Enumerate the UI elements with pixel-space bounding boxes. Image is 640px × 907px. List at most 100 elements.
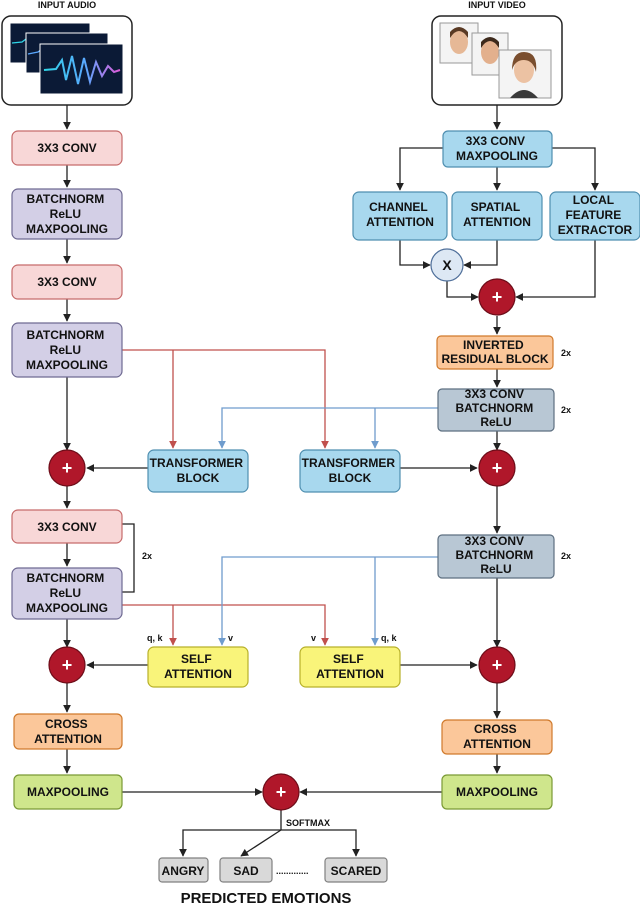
transformer-right-line-2: BLOCK — [329, 471, 372, 485]
svg-text:3X3 CONV BATCHNORM: 3X3 CONV BATCHNORM ReLU — [455, 387, 536, 429]
video-add-symbol-2: + — [492, 458, 503, 478]
emotion-scared: SCARED — [324, 857, 388, 883]
audio-repeat-label: 2x — [142, 551, 152, 561]
video-maxpooling-label: MAXPOOLING — [456, 785, 538, 799]
input-video-panel — [431, 15, 563, 106]
video-conv-maxpool-line-1: 3X3 CONV — [466, 134, 525, 148]
audio-bn-3-line-2: ReLU — [50, 586, 81, 600]
fusion-add-symbol: + — [276, 782, 287, 802]
video-cross-attention-line-2: ATTENTION — [463, 737, 531, 751]
audio-batchnorm-2: BATCHNORM ReLU MAXPOOLING — [11, 322, 123, 378]
left-v-label: v — [228, 633, 233, 643]
audio-bn-1-line-2: ReLU — [50, 207, 81, 221]
inverted-residual-line-1: INVERTED — [463, 338, 524, 352]
audio-cross-attention: CROSS ATTENTION — [13, 713, 123, 750]
audio-conv-2: 3X3 CONV — [11, 264, 123, 300]
self-attention-right-line-2: ATTENTION — [316, 667, 384, 681]
transformer-right-line-1: TRANSFORMER — [302, 456, 396, 470]
emotion-dots: ............. — [276, 866, 309, 876]
fusion-add-node: + — [262, 773, 300, 811]
channel-attention-line-1: CHANNEL — [369, 200, 427, 214]
svg-text:3X3 CONV MAXPOOLING: 3X3 CONV MAXPOOLING — [456, 134, 538, 163]
svg-text:BATCHNORM ReLU MAX: BATCHNORM ReLU MAXPOOLING — [26, 328, 108, 372]
video-conv-bn-1-line-1: 3X3 CONV — [465, 387, 524, 401]
emotion-sad-label: SAD — [233, 864, 259, 878]
audio-bn-1-line-3: MAXPOOLING — [26, 222, 108, 236]
svg-text:SELF ATTENTION: SELF ATTENTION — [164, 652, 232, 681]
audio-batchnorm-1: BATCHNORM ReLU MAXPOOLING — [11, 188, 123, 240]
input-audio-label: INPUT AUDIO — [38, 0, 96, 10]
channel-attention-line-2: ATTENTION — [366, 215, 434, 229]
audio-bn-2-line-1: BATCHNORM — [26, 328, 104, 342]
transformer-block-right: TRANSFORMER BLOCK — [299, 449, 401, 493]
audio-bn-2-line-3: MAXPOOLING — [26, 358, 108, 372]
video-add-node-2: + — [478, 449, 516, 487]
audio-bn-3-line-1: BATCHNORM — [26, 571, 104, 585]
self-attention-left-line-2: ATTENTION — [164, 667, 232, 681]
video-conv-maxpool: 3X3 CONV MAXPOOLING — [442, 130, 553, 168]
video-conv-bn-1-line-3: ReLU — [480, 415, 511, 429]
spatial-attention-line-1: SPATIAL — [471, 200, 520, 214]
connectors — [63, 105, 599, 857]
svg-text:SPATIAL ATTENTION: SPATIAL ATTENTION — [463, 200, 531, 229]
inverted-residual-line-2: RESIDUAL BLOCK — [441, 352, 548, 366]
transformer-left-line-2: BLOCK — [177, 471, 220, 485]
audio-conv-3: 3X3 CONV — [11, 509, 123, 544]
multiply-node: X — [430, 248, 464, 282]
audio-add-symbol-2: + — [62, 655, 73, 675]
video-add-node-1: + — [478, 278, 516, 316]
emotion-angry-label: ANGRY — [162, 864, 205, 878]
video-cross-attention: CROSS ATTENTION — [441, 719, 553, 755]
right-qk-label: q, k — [381, 633, 397, 643]
audio-maxpooling: MAXPOOLING — [13, 774, 123, 810]
right-v-label: v — [311, 633, 316, 643]
audio-bn-1-line-1: BATCHNORM — [26, 192, 104, 206]
video-conv-bn-1-repeat: 2x — [561, 405, 571, 415]
svg-text:TRANSFORMER BLOCK: TRANSFORMER BLOCK — [302, 456, 399, 485]
local-feature-line-3: EXTRACTOR — [558, 223, 633, 237]
audio-cross-attention-line-1: CROSS — [45, 717, 88, 731]
audio-cross-attention-line-2: ATTENTION — [34, 732, 102, 746]
video-add-node-3: + — [478, 646, 516, 684]
self-attention-left-line-1: SELF — [181, 652, 212, 666]
video-conv-maxpool-line-2: MAXPOOLING — [456, 149, 538, 163]
video-conv-bn-2-line-1: 3X3 CONV — [465, 534, 524, 548]
spectrogram-image — [9, 22, 124, 95]
inverted-residual-block: INVERTED RESIDUAL BLOCK — [436, 335, 554, 370]
video-conv-bn-2-repeat: 2x — [561, 551, 571, 561]
audio-conv-1-label: 3X3 CONV — [37, 141, 96, 155]
channel-attention: CHANNEL ATTENTION — [352, 191, 448, 241]
emotion-angry: ANGRY — [158, 857, 209, 883]
self-attention-right: SELF ATTENTION — [299, 646, 401, 688]
svg-text:CROSS ATTENTION: CROSS ATTENTION — [34, 717, 102, 746]
local-feature-extractor: LOCAL FEATURE EXTRACTOR — [549, 191, 640, 241]
self-attention-left: SELF ATTENTION — [147, 646, 249, 688]
svg-text:INVERTED RESIDUAL BLOCK: INVERTED RESIDUAL BLOCK — [441, 338, 548, 366]
spatial-attention-line-2: ATTENTION — [463, 215, 531, 229]
video-cross-attention-line-1: CROSS — [474, 722, 517, 736]
svg-text:TRANSFORMER BLOCK: TRANSFORMER BLOCK — [150, 456, 247, 485]
input-audio-panel — [1, 15, 133, 106]
video-conv-bn-2-line-2: BATCHNORM — [455, 548, 533, 562]
input-video-label: INPUT VIDEO — [468, 0, 526, 10]
video-conv-bn-1-line-2: BATCHNORM — [455, 401, 533, 415]
audio-conv-3-label: 3X3 CONV — [37, 520, 96, 534]
softmax-label: SOFTMAX — [286, 818, 330, 828]
audio-batchnorm-3: BATCHNORM ReLU MAXPOOLING — [11, 567, 123, 620]
audio-bn-2-line-2: ReLU — [50, 343, 81, 357]
emotion-sad: SAD — [219, 857, 273, 883]
audio-add-node-1: + — [48, 449, 86, 487]
audio-conv-2-label: 3X3 CONV — [37, 275, 96, 289]
audio-add-symbol-1: + — [62, 458, 73, 478]
video-add-symbol-1: + — [492, 287, 503, 307]
svg-text:SELF ATTENTION: SELF ATTENTION — [316, 652, 384, 681]
svg-text:BATCHNORM ReLU MAX: BATCHNORM ReLU MAXPOOLING — [26, 571, 108, 615]
face-frames-image — [439, 22, 552, 99]
video-conv-batchnorm-1: 3X3 CONV BATCHNORM ReLU — [437, 387, 555, 432]
audio-conv-1: 3X3 CONV — [11, 130, 123, 166]
spatial-attention: SPATIAL ATTENTION — [451, 191, 543, 241]
local-feature-line-2: FEATURE — [565, 208, 621, 222]
left-qk-label: q, k — [147, 633, 163, 643]
self-attention-right-line-1: SELF — [333, 652, 364, 666]
